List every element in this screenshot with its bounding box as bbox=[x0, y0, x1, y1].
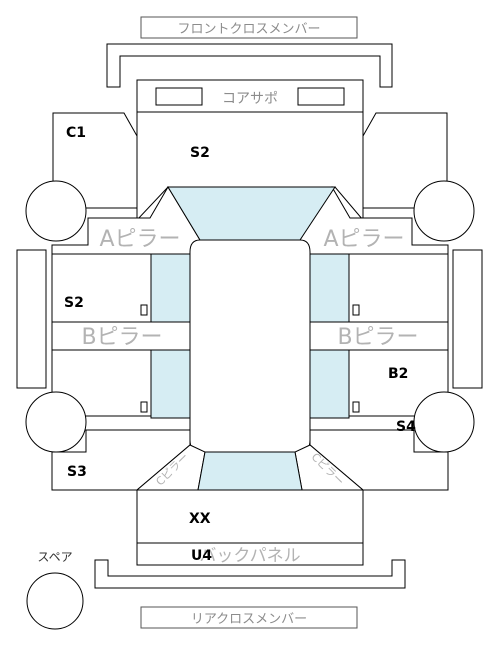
core-support-right-slot bbox=[297, 87, 345, 106]
front-left-window bbox=[150, 253, 191, 323]
core-support-left-slot bbox=[155, 87, 203, 106]
grade-rear-left: S3 bbox=[67, 464, 87, 480]
roof-panel bbox=[189, 239, 311, 453]
front-left-wheel bbox=[25, 180, 87, 242]
grade-mid-right: B2 bbox=[388, 366, 408, 382]
grade-rear-right: S4 bbox=[396, 419, 416, 435]
rear-right-wheel bbox=[413, 391, 475, 453]
front-bumper-outline bbox=[106, 43, 393, 88]
front-cross-member-box bbox=[140, 16, 358, 39]
front-cross-member-label: フロントクロスメンバー bbox=[177, 22, 320, 37]
grade-front-center: S2 bbox=[190, 145, 210, 161]
a-pillar-left-label: Aピラー bbox=[99, 227, 180, 252]
right-side-sill bbox=[452, 249, 483, 389]
front-right-door-handle bbox=[352, 304, 360, 316]
b-pillar-right-label: Bピラー bbox=[337, 325, 418, 350]
a-pillar-right-label: Aピラー bbox=[323, 227, 404, 252]
b-pillar-left-label: Bピラー bbox=[81, 325, 162, 350]
front-right-fender bbox=[362, 112, 448, 209]
rear-cross-member-box bbox=[140, 606, 358, 629]
left-side-sill bbox=[16, 249, 47, 389]
front-left-door-handle bbox=[140, 304, 148, 316]
b-pillar-right-panel bbox=[309, 321, 449, 351]
rear-window-glass bbox=[197, 451, 303, 491]
rear-left-door-handle bbox=[140, 401, 148, 413]
grade-front-left: C1 bbox=[66, 125, 86, 141]
grade-mid-left: S2 bbox=[64, 295, 84, 311]
front-right-wheel bbox=[413, 180, 475, 242]
back-panel-label: バックパネル bbox=[199, 546, 300, 566]
rear-right-door-handle bbox=[352, 401, 360, 413]
back-panel bbox=[136, 542, 364, 566]
rear-left-wheel bbox=[25, 391, 87, 453]
rear-left-quarter bbox=[51, 429, 191, 491]
rear-right-quarter bbox=[309, 429, 449, 491]
spare-tire-label: スペア bbox=[37, 550, 72, 564]
grade-back: U4 bbox=[191, 548, 212, 564]
rear-right-window bbox=[309, 349, 350, 419]
rear-bumper-outline bbox=[94, 559, 406, 589]
b-pillar-left-panel bbox=[51, 321, 191, 351]
front-right-window bbox=[309, 253, 350, 323]
rear-left-window bbox=[150, 349, 191, 419]
grade-trunk: XX bbox=[189, 511, 211, 527]
core-support-label: コアサポ bbox=[222, 91, 278, 107]
rear-cross-member-label: リアクロスメンバー bbox=[191, 612, 307, 627]
spare-tire bbox=[26, 572, 84, 630]
trunk-lid bbox=[136, 489, 364, 544]
